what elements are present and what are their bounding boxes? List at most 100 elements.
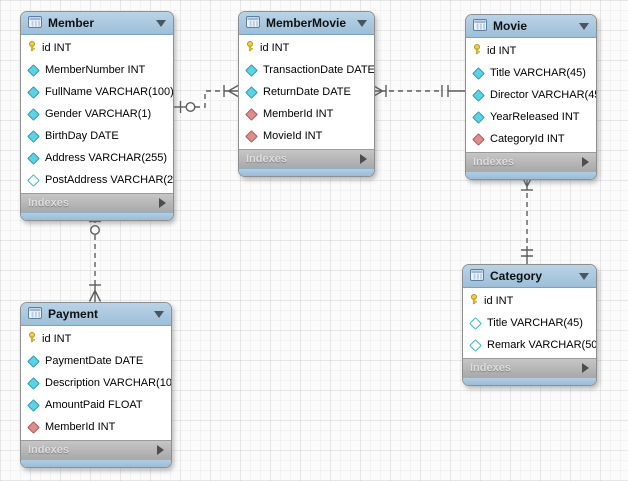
expand-arrow-icon: [157, 445, 164, 455]
expand-arrow-icon: [582, 157, 589, 167]
column-row[interactable]: id INT: [21, 328, 171, 350]
column-row[interactable]: PaymentDate DATE: [21, 350, 171, 372]
column-row[interactable]: Remark VARCHAR(500): [463, 334, 596, 356]
not-null-column-icon: [472, 110, 485, 124]
column-label: Director VARCHAR(45): [490, 89, 597, 101]
table-movie-header[interactable]: Movie: [466, 15, 596, 38]
collapse-triangle-icon[interactable]: [579, 22, 589, 30]
column-row[interactable]: ReturnDate DATE: [239, 81, 374, 103]
column-row[interactable]: MovieId INT: [239, 125, 374, 147]
column-row[interactable]: Title VARCHAR(45): [463, 312, 596, 334]
table-payment[interactable]: Payment id INT PaymentDate DATE Descript…: [20, 302, 172, 468]
not-null-column-icon: [27, 107, 40, 121]
column-label: id INT: [487, 45, 517, 57]
column-row[interactable]: Director VARCHAR(45): [466, 84, 596, 106]
column-label: id INT: [484, 295, 514, 307]
column-label: FullName VARCHAR(100): [45, 86, 174, 98]
column-row[interactable]: BirthDay DATE: [21, 125, 173, 147]
column-row[interactable]: FullName VARCHAR(100): [21, 81, 173, 103]
column-label: AmountPaid FLOAT: [45, 399, 143, 411]
relationship-member-payment[interactable]: [88, 214, 102, 302]
nullable-column-icon: [469, 316, 482, 330]
table-category-header[interactable]: Category: [463, 265, 596, 288]
column-label: Gender VARCHAR(1): [45, 108, 152, 120]
table-footer: [239, 168, 374, 176]
not-null-column-icon: [27, 376, 40, 390]
table-footer: [463, 377, 596, 385]
table-membermovie-header[interactable]: MemberMovie: [239, 12, 374, 35]
column-row[interactable]: id INT: [466, 40, 596, 62]
column-label: id INT: [42, 333, 72, 345]
relationship-membermovie-movie[interactable]: [372, 84, 465, 98]
relationship-member-membermovie[interactable]: [172, 84, 239, 113]
not-null-column-icon: [27, 85, 40, 99]
indexes-label: Indexes: [246, 153, 287, 165]
table-title: Payment: [48, 307, 99, 321]
indexes-label: Indexes: [473, 156, 514, 168]
column-label: MemberId INT: [45, 421, 116, 433]
column-label: TransactionDate DATE: [263, 64, 375, 76]
table-payment-header[interactable]: Payment: [21, 303, 171, 326]
not-null-column-icon: [27, 354, 40, 368]
not-null-column-icon: [245, 63, 258, 77]
table-footer: [466, 171, 596, 179]
column-label: MemberId INT: [263, 108, 334, 120]
table-icon: [473, 18, 487, 34]
collapse-triangle-icon[interactable]: [154, 310, 164, 318]
column-row[interactable]: Title VARCHAR(45): [466, 62, 596, 84]
indexes-bar[interactable]: Indexes: [466, 152, 596, 171]
relationship-movie-category[interactable]: [520, 175, 534, 264]
indexes-bar[interactable]: Indexes: [239, 149, 374, 168]
indexes-label: Indexes: [28, 197, 69, 209]
table-title: Movie: [493, 19, 528, 33]
column-row[interactable]: AmountPaid FLOAT: [21, 394, 171, 416]
collapse-triangle-icon[interactable]: [357, 19, 367, 27]
column-row[interactable]: MemberId INT: [239, 103, 374, 125]
primary-key-icon: [27, 41, 37, 55]
column-label: PaymentDate DATE: [45, 355, 144, 367]
indexes-label: Indexes: [470, 362, 511, 374]
column-row[interactable]: id INT: [239, 37, 374, 59]
table-member-header[interactable]: Member: [21, 12, 173, 35]
table-movie[interactable]: Movie id INT Title VARCHAR(45) Director …: [465, 14, 597, 180]
table-icon: [246, 15, 260, 31]
column-label: Title VARCHAR(45): [487, 317, 583, 329]
column-row[interactable]: CategoryId INT: [466, 128, 596, 150]
not-null-column-icon: [27, 151, 40, 165]
foreign-key-icon: [472, 132, 485, 146]
column-row[interactable]: MemberNumber INT: [21, 59, 173, 81]
column-row[interactable]: MemberId INT: [21, 416, 171, 438]
indexes-bar[interactable]: Indexes: [21, 440, 171, 459]
column-label: Address VARCHAR(255): [45, 152, 168, 164]
column-label: PostAddress VARCHAR(255): [45, 174, 174, 186]
table-footer: [21, 459, 171, 467]
collapse-triangle-icon[interactable]: [579, 272, 589, 280]
table-icon: [470, 268, 484, 284]
column-row[interactable]: Gender VARCHAR(1): [21, 103, 173, 125]
column-row[interactable]: YearReleased INT: [466, 106, 596, 128]
table-icon: [28, 306, 42, 322]
table-membermovie[interactable]: MemberMovie id INT TransactionDate DATE …: [238, 11, 375, 177]
column-label: BirthDay DATE: [45, 130, 119, 142]
column-label: MovieId INT: [263, 130, 323, 142]
column-row[interactable]: TransactionDate DATE: [239, 59, 374, 81]
foreign-key-icon: [245, 107, 258, 121]
primary-key-icon: [469, 294, 479, 308]
column-label: MemberNumber INT: [45, 64, 146, 76]
not-null-column-icon: [27, 398, 40, 412]
table-category[interactable]: Category id INT Title VARCHAR(45) Remark…: [462, 264, 597, 386]
primary-key-icon: [245, 41, 255, 55]
column-row[interactable]: id INT: [463, 290, 596, 312]
indexes-bar[interactable]: Indexes: [463, 358, 596, 377]
column-row[interactable]: Description VARCHAR(100): [21, 372, 171, 394]
collapse-triangle-icon[interactable]: [156, 19, 166, 27]
table-member[interactable]: Member id INT MemberNumber INT FullName …: [20, 11, 174, 221]
column-label: CategoryId INT: [490, 133, 565, 145]
column-label: Description VARCHAR(100): [45, 377, 172, 389]
column-row[interactable]: Address VARCHAR(255): [21, 147, 173, 169]
column-row[interactable]: id INT: [21, 37, 173, 59]
indexes-bar[interactable]: Indexes: [21, 193, 173, 212]
table-title: Member: [48, 16, 95, 30]
column-row[interactable]: PostAddress VARCHAR(255): [21, 169, 173, 191]
